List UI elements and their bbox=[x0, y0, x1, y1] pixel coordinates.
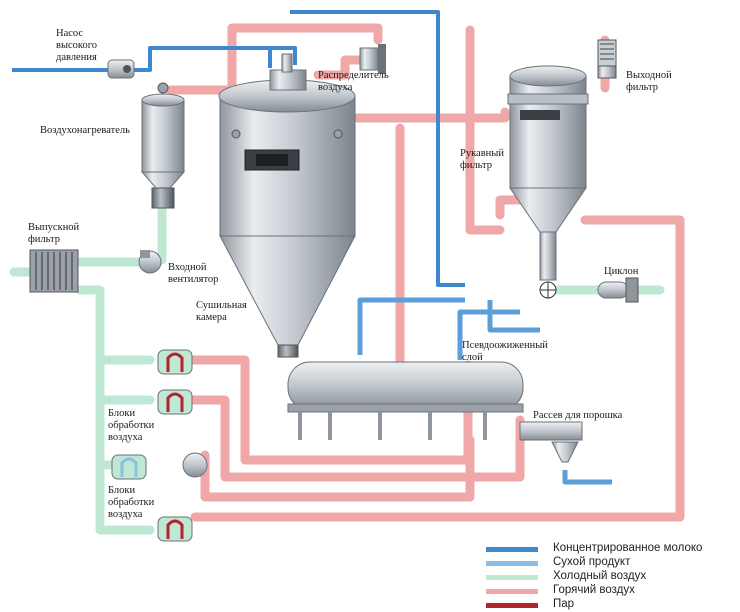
cyclone bbox=[539, 277, 639, 303]
milk-pipes bbox=[12, 10, 465, 287]
dry-product-pipes bbox=[357, 297, 612, 485]
outlet-filter-left-label: Выпускной фильтр bbox=[28, 222, 80, 245]
air-units-label-1: Блоки обработки воздуха bbox=[108, 408, 155, 443]
legend-swatch-hot-air bbox=[486, 589, 538, 594]
legend-label-dry-product: Сухой продукт bbox=[553, 556, 631, 568]
air-units-label-2: Блоки обработки воздуха bbox=[108, 485, 155, 520]
powder-sieve-label: Рассев для порошка bbox=[533, 410, 623, 421]
drying-chamber-label: Сушильная камера bbox=[196, 300, 247, 323]
legend-label-steam: Пар bbox=[553, 598, 575, 610]
high-pressure-pump bbox=[107, 59, 135, 79]
outlet-filter-right-label: Выходной фильтр bbox=[626, 70, 672, 93]
air-distributor-fan bbox=[359, 44, 386, 74]
legend-label-milk: Концентрированное молоко bbox=[553, 542, 703, 554]
legend-swatch-steam bbox=[486, 603, 538, 608]
air-heater bbox=[140, 82, 186, 209]
fluid-bed bbox=[287, 361, 524, 440]
cyclone-label: Циклон bbox=[604, 266, 639, 277]
bag-filter-label: Рукавный фильтр bbox=[460, 148, 504, 171]
powder-sieve bbox=[519, 421, 583, 463]
inlet-fan-label: Входной вентилятор bbox=[168, 262, 219, 285]
hot-air-pipes bbox=[165, 23, 685, 522]
legend-swatch-milk bbox=[486, 547, 538, 552]
air-distributor-label: Распределитель воздуха bbox=[318, 70, 389, 93]
outlet-filter-left bbox=[29, 249, 79, 293]
air-treatment-units bbox=[111, 349, 208, 542]
outlet-filter-right bbox=[597, 39, 617, 79]
legend-label-hot-air: Горячий воздух bbox=[553, 584, 635, 596]
bag-filter bbox=[507, 65, 589, 281]
legend-label-cold-air: Холодный воздух bbox=[553, 570, 647, 582]
inlet-fan bbox=[138, 250, 162, 274]
fluid-bed-label: Псевдоожиженный слой bbox=[462, 340, 548, 363]
legend-swatch-cold-air bbox=[486, 575, 538, 580]
cold-air-pipes bbox=[9, 180, 665, 535]
drying-chamber bbox=[218, 53, 356, 358]
air-heater-label: Воздухонагреватель bbox=[40, 125, 130, 136]
legend-swatch-dry-product bbox=[486, 561, 538, 566]
pump-label: Насос высокого давления bbox=[56, 28, 98, 63]
